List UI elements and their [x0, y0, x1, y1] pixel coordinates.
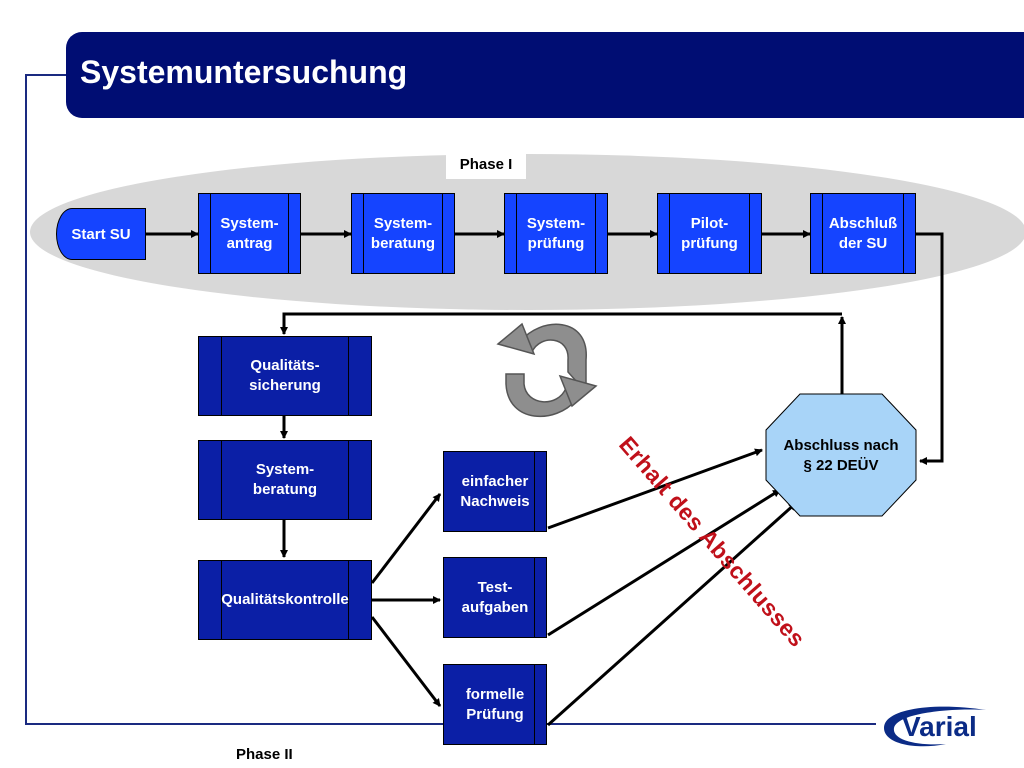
phase-1-label: Phase I [446, 151, 526, 179]
check-einfacher-nachweis-label: einfacher Nachweis [460, 472, 530, 510]
check-einfacher-nachweis: einfacher Nachweis [443, 451, 547, 532]
cycle-arrows-icon [496, 322, 598, 418]
phase-2-label: Phase II [236, 746, 293, 763]
final-octagon-shape [765, 393, 917, 517]
step-pilot-pruefung: Pilot- prüfung [657, 193, 762, 274]
check-test-aufgaben: Test- aufgaben [443, 557, 547, 638]
check-formelle-pruefung: formelle Prüfung [443, 664, 547, 745]
step-abschluss-der-su: Abschluß der SU [810, 193, 916, 274]
logo-text: Varial [902, 711, 977, 742]
step-qualitaetskontrolle-label: Qualitätskontrolle [221, 591, 349, 608]
arrow-nachweis-to-octagon [547, 448, 763, 530]
varial-logo: Varial [884, 706, 986, 747]
arrow-testaufgaben-to-octagon [547, 488, 781, 637]
step-pilot-pruefung-label: Pilot- prüfung [681, 214, 738, 252]
step-system-antrag: System- antrag [198, 193, 301, 274]
step-qualitaetssicherung-label: Qualitäts- sicherung [249, 357, 321, 394]
check-test-aufgaben-label: Test- aufgaben [461, 578, 529, 616]
start-su-node: Start SU [56, 208, 146, 260]
arrow-qk-to-nachweis [370, 493, 442, 584]
title-bar: Systemuntersuchung [66, 32, 1024, 118]
arrow-formelle-to-octagon [546, 501, 798, 727]
step-qualitaetskontrolle: Qualitätskontrolle [198, 560, 372, 640]
arrow-loop-to-qualitaetssicherung [280, 312, 842, 335]
step-system-pruefung-label: System- prüfung [526, 214, 586, 252]
step-system-beratung-2: System- beratung [198, 440, 372, 520]
step-abschluss-der-su-label: Abschluß der SU [828, 214, 898, 252]
check-formelle-pruefung-label: formelle Prüfung [465, 685, 525, 723]
page-title: Systemuntersuchung [80, 54, 408, 90]
step-system-beratung: System- beratung [351, 193, 455, 274]
step-system-beratung-label: System- beratung [370, 214, 436, 252]
step-system-beratung-2-label: System- beratung [252, 461, 318, 498]
final-octagon-label: Abschluss nach § 22 DEÜV [783, 437, 899, 474]
step-system-antrag-label: System- antrag [220, 214, 279, 252]
step-system-pruefung: System- prüfung [504, 193, 608, 274]
arrow-abschluss-su-to-octagon [916, 232, 944, 465]
step-qualitaetssicherung: Qualitäts- sicherung [198, 336, 372, 416]
arrow-qk-to-formelle [370, 616, 442, 707]
